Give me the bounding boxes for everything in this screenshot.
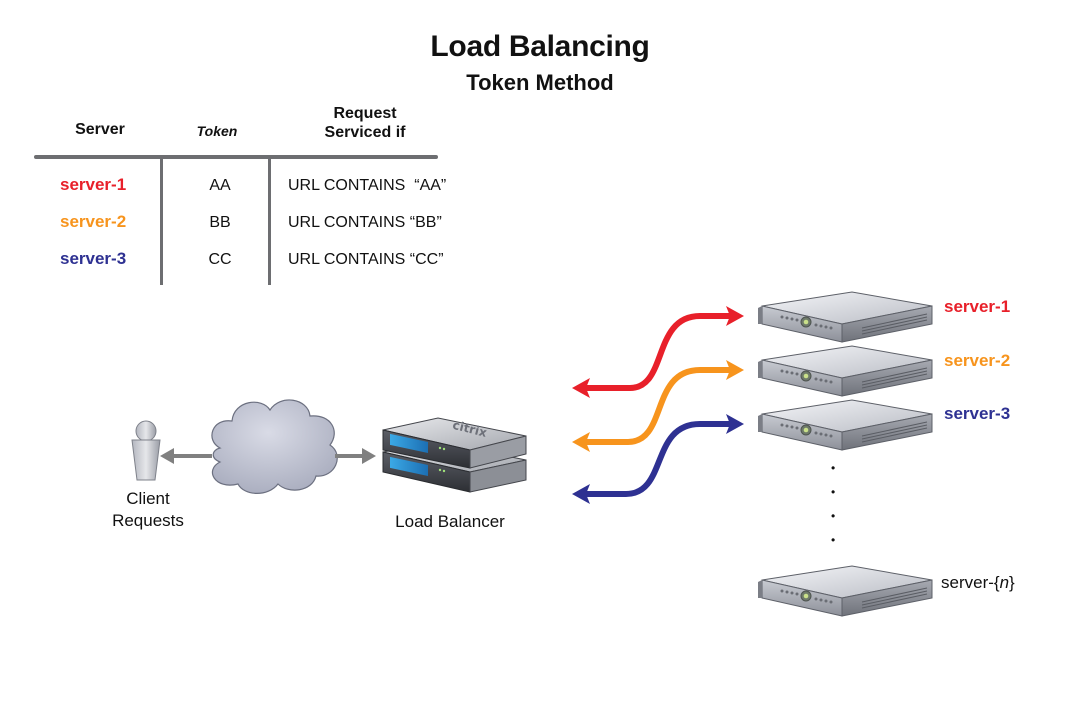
server-n-variable: n bbox=[999, 573, 1010, 592]
server-2-label: server-2 bbox=[944, 351, 1011, 370]
header-server: Server bbox=[75, 121, 125, 138]
server-1-icon bbox=[757, 291, 933, 343]
load-balancer-icon: citrix bbox=[382, 417, 527, 493]
server-n-label: server-{n} bbox=[941, 573, 1015, 593]
row-token: CC bbox=[208, 251, 232, 268]
server-1-label: server-1 bbox=[944, 297, 1011, 316]
header-condition-line2: Serviced if bbox=[324, 124, 406, 141]
diagram-title: Load Balancing bbox=[430, 30, 650, 63]
server-3-label: server-3 bbox=[944, 404, 1011, 423]
table-column-divider-1 bbox=[160, 157, 163, 285]
client-label-line1: Client bbox=[126, 489, 170, 508]
server-n-prefix: server-{ bbox=[941, 573, 1000, 592]
client-person-icon bbox=[131, 420, 161, 481]
header-condition: Request Serviced if bbox=[300, 104, 430, 142]
route-arrow-server-3 bbox=[572, 414, 744, 504]
diagram-subtitle: Token Method bbox=[466, 70, 614, 95]
cloud-lb-connector bbox=[335, 448, 376, 464]
row-token: BB bbox=[209, 214, 231, 231]
server-3-icon bbox=[757, 399, 933, 451]
row-server: server-2 bbox=[60, 212, 127, 231]
table-column-divider-2 bbox=[268, 157, 271, 285]
row-condition: URL CONTAINS “BB” bbox=[288, 214, 442, 231]
client-label: Client Requests bbox=[100, 488, 196, 532]
route-arrow-server-1 bbox=[572, 306, 744, 398]
row-token: AA bbox=[209, 177, 231, 194]
header-condition-line1: Request bbox=[333, 105, 397, 122]
internet-cloud-icon bbox=[211, 399, 338, 494]
server-2-icon bbox=[757, 345, 933, 397]
client-label-line2: Requests bbox=[112, 511, 184, 530]
ellipsis-dot: • bbox=[831, 485, 836, 499]
row-condition: URL CONTAINS “CC” bbox=[288, 251, 444, 268]
load-balancer-label: Load Balancer bbox=[395, 512, 505, 531]
row-server: server-1 bbox=[60, 175, 127, 194]
row-condition: URL CONTAINS “AA” bbox=[288, 177, 447, 194]
server-n-icon bbox=[757, 565, 933, 617]
header-token: Token bbox=[196, 123, 238, 139]
row-server: server-3 bbox=[60, 249, 127, 268]
server-n-suffix: } bbox=[1009, 573, 1015, 592]
ellipsis-dot: • bbox=[831, 509, 836, 523]
ellipsis-dot: • bbox=[831, 461, 836, 475]
table-header-rule bbox=[34, 155, 438, 159]
client-cloud-connector bbox=[160, 448, 212, 464]
ellipsis-dot: • bbox=[831, 533, 836, 547]
route-arrow-server-2 bbox=[572, 360, 744, 452]
